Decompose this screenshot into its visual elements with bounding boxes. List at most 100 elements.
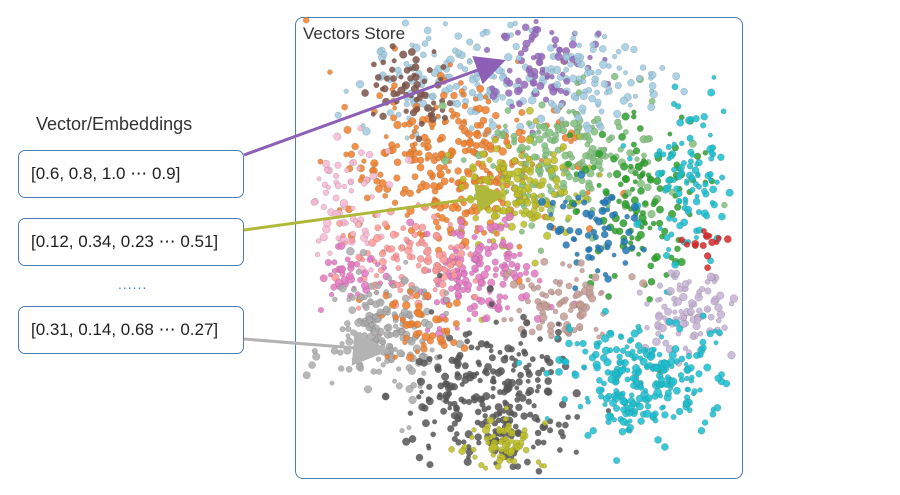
embedding-point bbox=[629, 374, 638, 382]
embedding-point bbox=[525, 106, 534, 115]
embedding-point bbox=[302, 16, 310, 24]
embedding-point bbox=[525, 398, 533, 406]
embedding-point bbox=[496, 298, 502, 305]
embedding-point bbox=[550, 156, 559, 165]
embedding-point bbox=[619, 396, 628, 406]
embedding-point bbox=[418, 223, 427, 232]
embedding-point bbox=[562, 241, 570, 249]
embedding-point bbox=[647, 209, 656, 219]
embedding-point bbox=[547, 44, 555, 52]
embedding-point bbox=[530, 269, 539, 278]
embedding-point bbox=[506, 457, 513, 464]
embedding-point bbox=[683, 241, 691, 248]
embedding-point bbox=[637, 417, 645, 425]
embedding-point bbox=[549, 29, 555, 36]
embedding-point bbox=[627, 163, 634, 170]
embedding-point bbox=[504, 200, 512, 208]
embedding-point bbox=[403, 259, 409, 265]
embedding-point bbox=[630, 141, 637, 148]
embedding-point bbox=[499, 280, 507, 288]
embedding-point bbox=[517, 50, 525, 57]
embedding-point bbox=[528, 222, 536, 229]
embedding-point bbox=[368, 321, 375, 328]
vector-box-2: [0.12, 0.34, 0.23 ⋯ 0.51] bbox=[18, 218, 244, 266]
embedding-point bbox=[532, 87, 539, 95]
embedding-point bbox=[520, 220, 528, 228]
embedding-point bbox=[711, 278, 718, 285]
embedding-point bbox=[621, 112, 630, 121]
embedding-point bbox=[464, 244, 470, 250]
embedding-point bbox=[507, 447, 516, 455]
embedding-point bbox=[470, 446, 477, 453]
embedding-point bbox=[540, 123, 549, 132]
embedding-point bbox=[422, 241, 429, 248]
embedding-point bbox=[685, 386, 692, 393]
embedding-point bbox=[399, 50, 408, 59]
embedding-point bbox=[375, 368, 383, 375]
embedding-point bbox=[482, 175, 491, 184]
embedding-point bbox=[625, 409, 631, 415]
embedding-point bbox=[327, 69, 333, 75]
embedding-point bbox=[670, 100, 678, 108]
embedding-point bbox=[458, 447, 466, 456]
embedding-point bbox=[699, 241, 707, 250]
embedding-point bbox=[574, 340, 581, 347]
embedding-point bbox=[629, 244, 636, 251]
embedding-point bbox=[471, 310, 479, 318]
embedding-point bbox=[667, 131, 673, 137]
embedding-point bbox=[689, 333, 697, 341]
embedding-point bbox=[610, 72, 619, 81]
embedding-point bbox=[417, 156, 425, 164]
embedding-point bbox=[503, 77, 511, 85]
embedding-point bbox=[350, 205, 356, 211]
embedding-point bbox=[714, 239, 720, 246]
embedding-point bbox=[616, 360, 623, 366]
embedding-point bbox=[534, 429, 542, 437]
embedding-point bbox=[448, 177, 455, 184]
embedding-point bbox=[451, 259, 457, 265]
embedding-point bbox=[693, 316, 702, 324]
embedding-point bbox=[516, 307, 523, 314]
embedding-point bbox=[350, 286, 357, 293]
embedding-point bbox=[373, 272, 380, 279]
embedding-point bbox=[403, 334, 410, 341]
embedding-point bbox=[321, 181, 329, 189]
embedding-point bbox=[353, 355, 362, 364]
embedding-point bbox=[444, 330, 451, 337]
embedding-point bbox=[522, 446, 530, 454]
embedding-point bbox=[542, 96, 550, 103]
embedding-point bbox=[412, 141, 418, 147]
embedding-point bbox=[647, 277, 656, 286]
embedding-point bbox=[554, 335, 560, 341]
embedding-point bbox=[443, 290, 450, 296]
embedding-point bbox=[370, 61, 377, 68]
embedding-point bbox=[496, 366, 506, 376]
embedding-point bbox=[525, 389, 532, 397]
embedding-point bbox=[539, 366, 546, 373]
embedding-point bbox=[659, 64, 666, 71]
embedding-point bbox=[483, 167, 490, 174]
embedding-point bbox=[357, 276, 364, 283]
embedding-point bbox=[489, 85, 495, 92]
embedding-point bbox=[595, 30, 602, 37]
embedding-point bbox=[656, 282, 664, 289]
embedding-point bbox=[556, 282, 563, 288]
embedding-point bbox=[407, 288, 414, 295]
embedding-point bbox=[627, 78, 635, 87]
embedding-point bbox=[676, 222, 684, 230]
embedding-point bbox=[579, 310, 587, 318]
vector-text-3: [0.31, 0.14, 0.68 ⋯ 0.27] bbox=[31, 320, 219, 339]
embedding-point bbox=[619, 96, 628, 105]
embedding-point bbox=[682, 345, 689, 352]
embedding-point bbox=[400, 276, 409, 285]
embedding-point bbox=[559, 179, 567, 187]
embedding-point bbox=[467, 251, 474, 258]
embedding-point bbox=[376, 308, 384, 316]
embedding-point bbox=[339, 199, 349, 208]
embedding-point bbox=[381, 85, 389, 93]
embedding-point bbox=[615, 123, 623, 131]
embedding-point bbox=[498, 446, 505, 453]
embedding-point bbox=[469, 270, 475, 276]
embedding-point bbox=[483, 435, 490, 442]
embedding-point bbox=[618, 366, 626, 375]
